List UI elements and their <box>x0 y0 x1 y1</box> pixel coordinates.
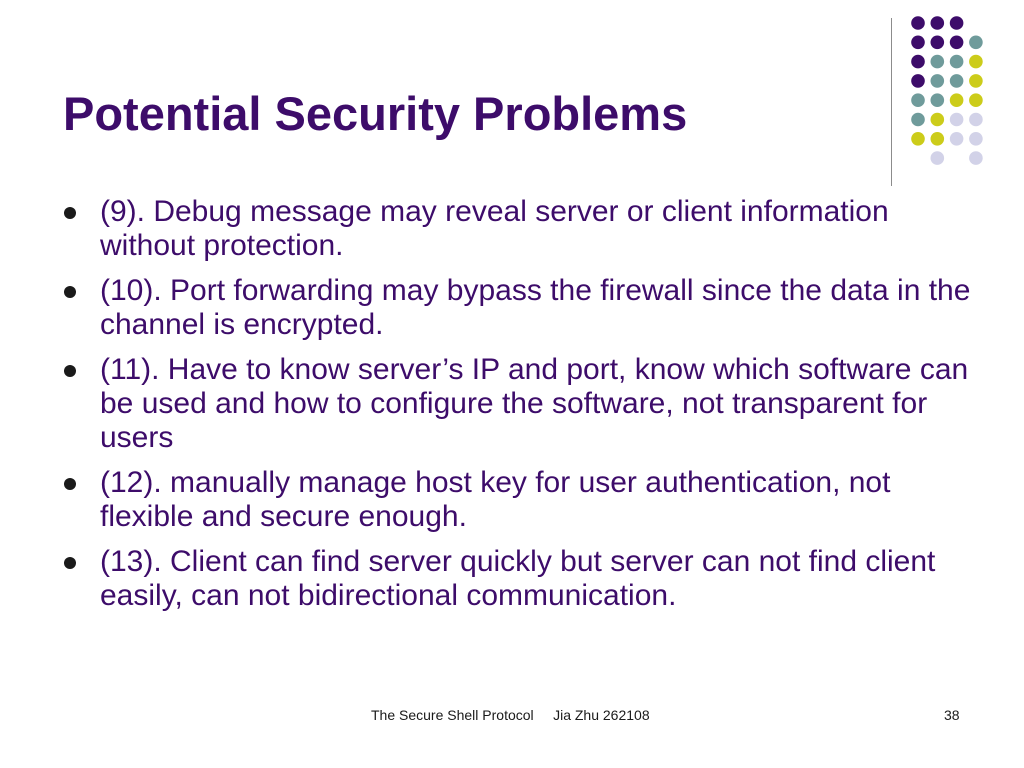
bullet-item: (13). Client can find server quickly but… <box>62 545 972 613</box>
decorative-dot <box>969 74 983 88</box>
decorative-dot <box>969 35 983 50</box>
decorative-dot <box>930 16 945 30</box>
decorative-dot <box>969 132 983 146</box>
decorative-dot <box>930 112 945 127</box>
decorative-dot <box>930 74 945 88</box>
page-number: 38 <box>944 707 960 723</box>
bullet-item: (12). manually manage host key for user … <box>62 466 972 534</box>
decorative-dot <box>911 74 925 88</box>
decorative-dot <box>911 93 925 107</box>
bullet-dot-icon <box>64 365 76 377</box>
decorative-dot <box>969 151 983 165</box>
bullet-dot-icon <box>64 286 76 298</box>
bullet-item: (9). Debug message may reveal server or … <box>62 195 972 263</box>
bullet-item: (10). Port forwarding may bypass the fir… <box>62 274 972 342</box>
decorative-dot <box>969 93 983 107</box>
bullet-text: (11). Have to know server’s IP and port,… <box>100 353 969 454</box>
bullet-text: (10). Port forwarding may bypass the fir… <box>100 274 971 341</box>
decorative-dot <box>969 112 983 127</box>
decorative-dot <box>930 151 945 165</box>
decorative-dot <box>949 54 964 69</box>
bullet-text: (12). manually manage host key for user … <box>100 466 891 533</box>
slide-title: Potential Security Problems <box>63 87 688 140</box>
decorative-dot <box>930 93 945 107</box>
decorative-dot <box>949 74 964 88</box>
bullet-dot-icon <box>64 478 76 490</box>
bullet-dot-icon <box>64 207 76 219</box>
decorative-dot <box>930 54 945 69</box>
bullet-text: (13). Client can find server quickly but… <box>100 545 936 612</box>
bullet-text: (9). Debug message may reveal server or … <box>100 195 889 262</box>
decorative-dot <box>949 93 964 107</box>
decorative-dot <box>911 132 925 146</box>
vertical-divider <box>891 18 892 186</box>
bullet-dot-icon <box>64 557 76 569</box>
decorative-dot <box>911 16 925 30</box>
decorative-dot <box>911 112 925 127</box>
decorative-dot <box>930 132 945 146</box>
decorative-dot <box>911 35 925 50</box>
decorative-dot <box>949 132 964 146</box>
decorative-dot <box>911 54 925 69</box>
decorative-dot <box>969 54 983 69</box>
footer-text: The Secure Shell Protocol Jia Zhu 262108 <box>371 707 650 723</box>
decorative-dot <box>930 35 945 50</box>
bullet-list: (9). Debug message may reveal server or … <box>62 195 972 624</box>
bullet-item: (11). Have to know server’s IP and port,… <box>62 353 972 455</box>
decorative-dot <box>949 16 964 30</box>
decorative-dot-grid <box>911 16 983 165</box>
decorative-dot <box>949 112 964 127</box>
decorative-dot <box>949 35 964 50</box>
